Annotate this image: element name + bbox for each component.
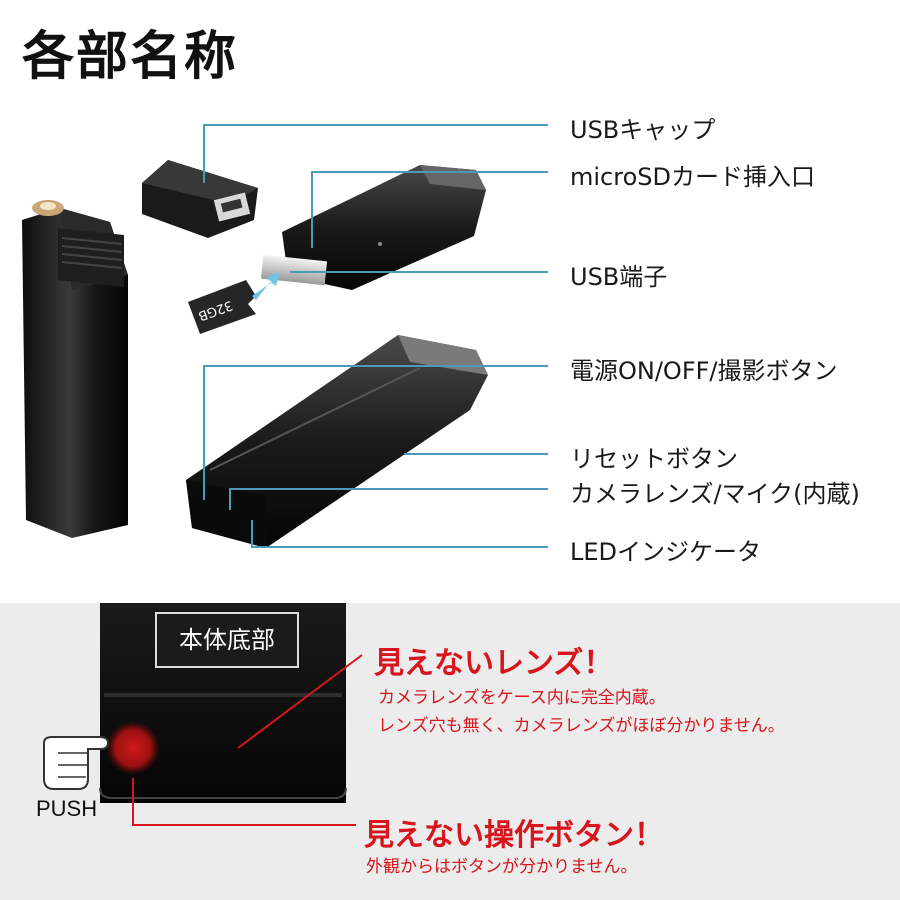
invisible-lens-line1: カメラレンズをケース内に完全内蔵。 bbox=[378, 688, 666, 708]
label-led-indicator: LEDインジケータ bbox=[570, 538, 762, 566]
usb-cap bbox=[142, 160, 258, 238]
insert-arrow-icon bbox=[252, 272, 280, 300]
label-microsd-slot: microSDカード挿入口 bbox=[570, 163, 815, 191]
lighter-body bbox=[22, 200, 128, 538]
device-illustration: 32GB bbox=[22, 124, 548, 548]
callout-lines bbox=[203, 124, 548, 548]
red-callout-lines bbox=[132, 654, 363, 826]
lens-highlight bbox=[107, 722, 159, 774]
label-camera-lens: カメラレンズ/マイク(内蔵) bbox=[570, 480, 860, 508]
label-usb-terminal: USB端子 bbox=[570, 263, 668, 291]
microsd-card: 32GB bbox=[188, 280, 256, 334]
label-usb-cap: USBキャップ bbox=[570, 116, 716, 144]
page-title: 各部名称 bbox=[22, 27, 239, 87]
invisible-button-heading: 見えない操作ボタン！ bbox=[364, 818, 664, 853]
invisible-button-line1: 外観からはボタンが分かりません。 bbox=[366, 857, 638, 877]
body-bottom-label: 本体底部 bbox=[155, 612, 299, 668]
invisible-lens-heading: 見えないレンズ！ bbox=[374, 646, 614, 681]
label-power-button: 電源ON/OFF/撮影ボタン bbox=[570, 357, 838, 385]
push-label: PUSH bbox=[36, 796, 98, 821]
label-reset-button: リセットボタン bbox=[570, 445, 738, 473]
invisible-lens-line2: レンズ穴も無く、カメラレンズがほぼ分かりません。 bbox=[378, 716, 785, 736]
pointing-hand-icon bbox=[43, 736, 110, 790]
